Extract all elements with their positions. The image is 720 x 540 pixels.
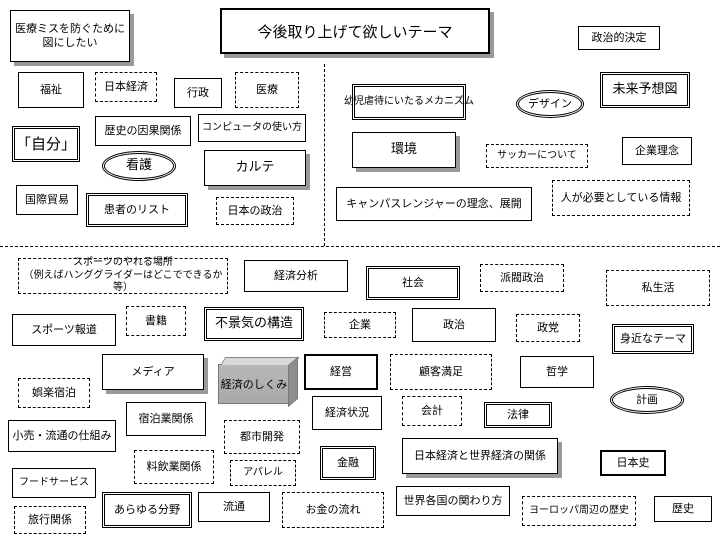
theme-card: 政治的決定 bbox=[578, 26, 660, 50]
theme-card: 日本の政治 bbox=[216, 197, 294, 225]
theme-card: スポーツ報道 bbox=[12, 314, 116, 346]
theme-card: 歴史 bbox=[654, 496, 712, 522]
theme-card: 日本経済 bbox=[95, 72, 157, 102]
theme-card: 看護 bbox=[102, 151, 176, 181]
theme-card: 幼児虐待にいたるメカニズム bbox=[344, 84, 474, 120]
diagram-title: 今後取り上げて欲しいテーマ bbox=[220, 8, 490, 54]
theme-card: アパレル bbox=[230, 460, 296, 486]
theme-card: 日本史 bbox=[600, 450, 666, 476]
theme-card: 人が必要としている情報 bbox=[552, 180, 690, 216]
theme-card: コンピュータの使い方 bbox=[198, 114, 306, 142]
theme-card: 経済状況 bbox=[312, 396, 382, 430]
theme-card: 法律 bbox=[484, 402, 552, 428]
theme-card: ヨーロッパ周辺の歴史 bbox=[522, 496, 636, 526]
theme-card: 患者のリスト bbox=[86, 193, 188, 227]
theme-card: 福祉 bbox=[18, 72, 84, 108]
theme-card: フードサービス bbox=[12, 468, 96, 498]
theme-card: 身近なテーマ bbox=[612, 324, 694, 354]
theme-card: 哲学 bbox=[520, 356, 594, 388]
theme-card: 医療ミスを防ぐために図にしたい bbox=[10, 10, 130, 62]
theme-card: スポーツのやれる場所 （例えばハンググライダーはどこでできるか等） bbox=[18, 257, 228, 294]
theme-card: 旅行関係 bbox=[14, 506, 86, 534]
theme-card: 書籍 bbox=[126, 306, 186, 336]
theme-card: 企業理念 bbox=[622, 137, 692, 165]
theme-card-3d: 経済のしくみ bbox=[218, 364, 290, 404]
theme-card: 日本経済と世界経済の関係 bbox=[402, 438, 558, 474]
theme-card: 経営 bbox=[304, 354, 378, 390]
theme-card: キャンパスレンジャーの理念、展開 bbox=[336, 187, 532, 221]
theme-card: 医療 bbox=[235, 72, 299, 108]
theme-card: 計画 bbox=[610, 386, 684, 414]
theme-card: カルテ bbox=[204, 150, 306, 186]
theme-card: 国際貿易 bbox=[16, 185, 78, 215]
theme-card: 歴史の因果関係 bbox=[95, 116, 191, 146]
section-divider-vertical bbox=[324, 64, 325, 246]
theme-card: 世界各国の関わり方 bbox=[396, 486, 510, 516]
theme-card: 行政 bbox=[174, 78, 222, 108]
theme-card: 会計 bbox=[402, 396, 462, 426]
theme-card: 小売・流通の仕組み bbox=[8, 420, 116, 452]
section-divider-horizontal bbox=[0, 246, 720, 247]
theme-card: 政治 bbox=[412, 308, 496, 342]
theme-card: 流通 bbox=[198, 492, 270, 522]
theme-card: 私生活 bbox=[606, 270, 710, 306]
theme-card: 料飲業関係 bbox=[134, 450, 214, 484]
theme-card: 社会 bbox=[366, 266, 460, 300]
theme-card: 環境 bbox=[352, 132, 456, 168]
theme-card: 金融 bbox=[320, 446, 376, 480]
theme-card: 政党 bbox=[516, 314, 580, 342]
theme-card: メディア bbox=[102, 354, 204, 390]
theme-card: デザイン bbox=[516, 90, 584, 118]
theme-card: 顧客満足 bbox=[390, 354, 492, 390]
theme-card: 都市開発 bbox=[224, 420, 300, 454]
theme-card: 不景気の構造 bbox=[204, 307, 304, 341]
theme-card: 経済分析 bbox=[244, 260, 348, 292]
theme-card: 「自分」 bbox=[12, 126, 80, 162]
theme-card: 娯楽宿泊 bbox=[18, 378, 90, 408]
theme-card: お金の流れ bbox=[282, 492, 384, 528]
theme-card: 宿泊業関係 bbox=[126, 402, 206, 436]
theme-card: あらゆる分野 bbox=[102, 492, 192, 528]
theme-card: 企業 bbox=[324, 312, 396, 338]
theme-card: 未来予想図 bbox=[600, 72, 690, 108]
theme-card: 派閥政治 bbox=[480, 264, 564, 292]
theme-card: サッカーについて bbox=[486, 144, 588, 168]
